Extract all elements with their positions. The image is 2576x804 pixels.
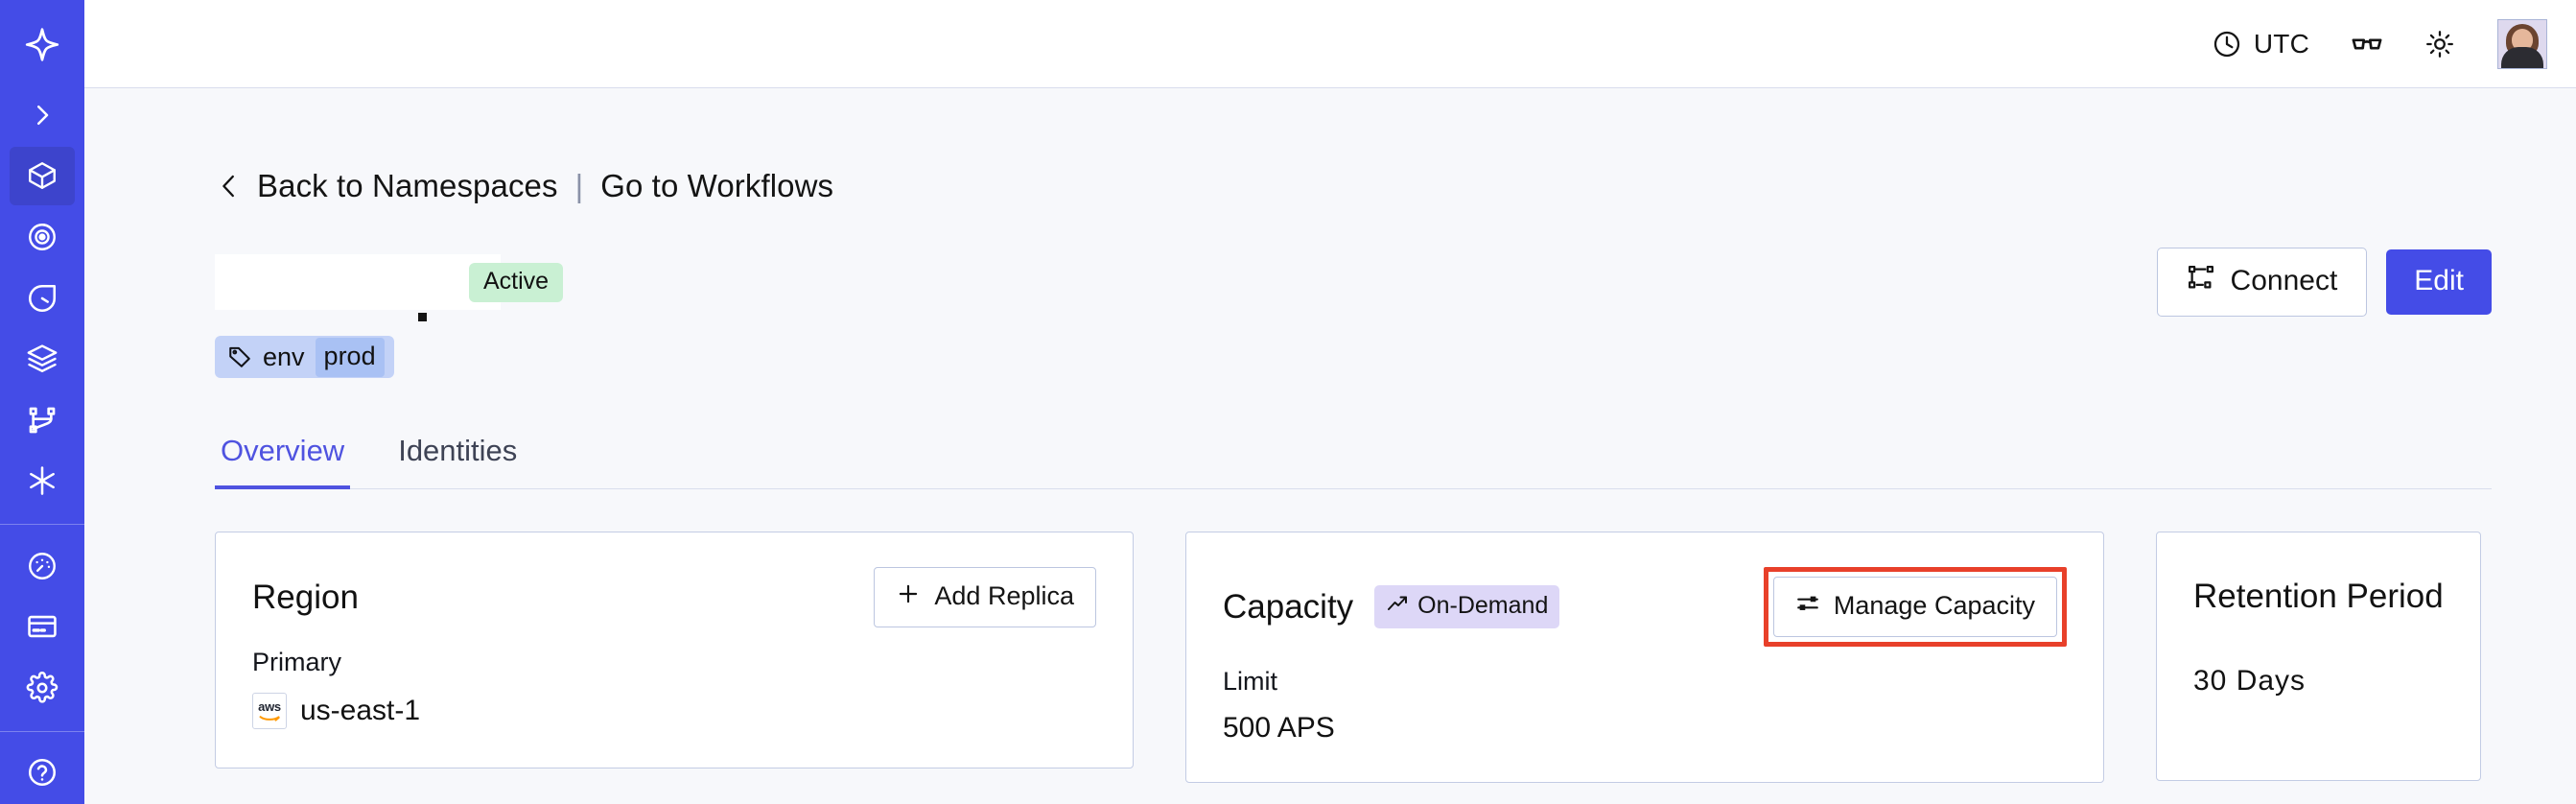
connect-button[interactable]: Connect — [2156, 248, 2368, 317]
clock-icon — [2212, 29, 2242, 59]
add-replica-label: Add Replica — [934, 581, 1074, 610]
sidebar-divider-bottom — [0, 730, 84, 732]
sliders-icon — [1795, 591, 1820, 621]
timezone-label: UTC — [2253, 28, 2309, 59]
card-capacity-sublabel: Limit — [1223, 667, 1278, 696]
git-branch-icon — [27, 405, 58, 436]
card-retention-value: 30 Days — [2193, 665, 2307, 697]
card-retention-period: Retention Period 30 Days — [2156, 532, 2481, 781]
overview-cards: Region Add Replica — [215, 532, 2492, 783]
manage-capacity-label: Manage Capacity — [1833, 591, 2035, 620]
card-retention-title: Retention Period — [2193, 577, 2444, 615]
layers-icon — [26, 343, 59, 375]
card-region-sublabel: Primary — [252, 648, 341, 676]
sidebar-item-namespaces[interactable] — [10, 146, 75, 206]
card-capacity: Capacity On-Demand — [1185, 532, 2104, 783]
sidebar-item-billing[interactable] — [10, 597, 75, 656]
card-region: Region Add Replica — [215, 532, 1134, 769]
sidebar-divider-top — [0, 524, 84, 525]
timezone-selector[interactable]: UTC — [2212, 29, 2309, 59]
sidebar-item-nexus[interactable] — [10, 451, 75, 510]
help-circle-icon — [26, 756, 59, 789]
tab-identities[interactable]: Identities — [398, 434, 518, 467]
avatar-face — [2512, 28, 2533, 51]
sidebar-item-workflows[interactable] — [10, 390, 75, 450]
timer-icon — [26, 282, 59, 315]
sun-icon — [2424, 29, 2455, 59]
card-region-header: Region Add Replica — [252, 567, 1096, 627]
sidebar-item-observability[interactable] — [10, 207, 75, 267]
main-area: UTC — [84, 0, 2576, 804]
tab-overview[interactable]: Overview — [215, 434, 351, 489]
page-title — [215, 254, 501, 310]
card-region-action: Add Replica — [874, 567, 1096, 627]
tag-icon — [227, 344, 252, 369]
tag-env[interactable]: env prod — [215, 336, 394, 378]
sidebar-item-schedules[interactable] — [10, 269, 75, 328]
asterisk-icon — [26, 464, 59, 497]
edit-button[interactable]: Edit — [2386, 249, 2492, 315]
expand-sidebar-button[interactable] — [10, 85, 75, 145]
glasses-icon — [2350, 27, 2384, 61]
cube-icon — [26, 159, 59, 192]
highlight-annotation: Manage Capacity — [1763, 567, 2067, 647]
sidebar-item-help[interactable] — [10, 743, 75, 802]
tab-bar: Overview Identities — [215, 434, 2492, 489]
chevron-left-icon[interactable] — [215, 168, 244, 204]
temporal-logo-icon[interactable] — [10, 13, 75, 76]
top-bar: UTC — [84, 0, 2576, 88]
card-capacity-action: Manage Capacity — [1763, 567, 2067, 647]
card-region-value-row: aws us-east-1 — [252, 692, 1096, 729]
tag-value: prod — [315, 337, 385, 377]
avatar-body — [2501, 46, 2543, 68]
namespace-header-row: Active — [215, 248, 2492, 321]
capacity-mode-label: On-Demand — [1417, 592, 1549, 619]
gear-icon — [26, 671, 59, 704]
card-capacity-title: Capacity — [1223, 588, 1354, 626]
sidebar-item-settings[interactable] — [10, 658, 75, 718]
namespace-tags: env prod — [215, 336, 2492, 378]
connect-flow-icon — [2187, 264, 2215, 298]
card-region-value: us-east-1 — [300, 695, 421, 727]
breadcrumb-divider: | — [574, 168, 584, 203]
sidebar-rail — [0, 0, 84, 804]
aws-logo-text: aws — [258, 699, 281, 715]
avatar[interactable] — [2497, 18, 2547, 69]
connect-button-label: Connect — [2230, 265, 2338, 296]
breadcrumb-back-link[interactable]: Back to Namespaces — [257, 168, 558, 203]
sidebar-item-usage[interactable] — [10, 536, 75, 596]
header-actions: Connect Edit — [2156, 248, 2492, 317]
capacity-mode-badge: On-Demand — [1374, 585, 1560, 628]
status-badge: Active — [469, 262, 564, 302]
edit-button-label: Edit — [2414, 265, 2464, 296]
breadcrumb-workflows-link[interactable]: Go to Workflows — [600, 168, 834, 203]
gauge-icon — [26, 550, 59, 582]
card-retention-header: Retention Period — [2193, 567, 2444, 625]
eye-radar-icon — [26, 221, 59, 253]
manage-capacity-button[interactable]: Manage Capacity — [1772, 577, 2057, 637]
add-replica-button[interactable]: Add Replica — [874, 567, 1096, 627]
card-capacity-value: 500 APS — [1223, 711, 1335, 744]
page-title-descender — [418, 313, 427, 321]
tag-key: env — [263, 342, 305, 371]
page-content: Back to Namespaces | Go to Workflows Act… — [84, 88, 2576, 804]
plus-icon — [896, 581, 921, 611]
card-capacity-header: Capacity On-Demand — [1223, 567, 2067, 647]
breadcrumb: Back to Namespaces | Go to Workflows — [215, 165, 2492, 207]
reading-mode-button[interactable] — [2350, 27, 2384, 61]
sidebar-item-batch-operations[interactable] — [10, 329, 75, 389]
card-region-title: Region — [252, 579, 359, 616]
theme-toggle-button[interactable] — [2424, 29, 2455, 59]
aws-logo-icon: aws — [252, 692, 287, 729]
credit-card-icon — [26, 610, 59, 643]
trending-up-icon — [1386, 592, 1409, 620]
